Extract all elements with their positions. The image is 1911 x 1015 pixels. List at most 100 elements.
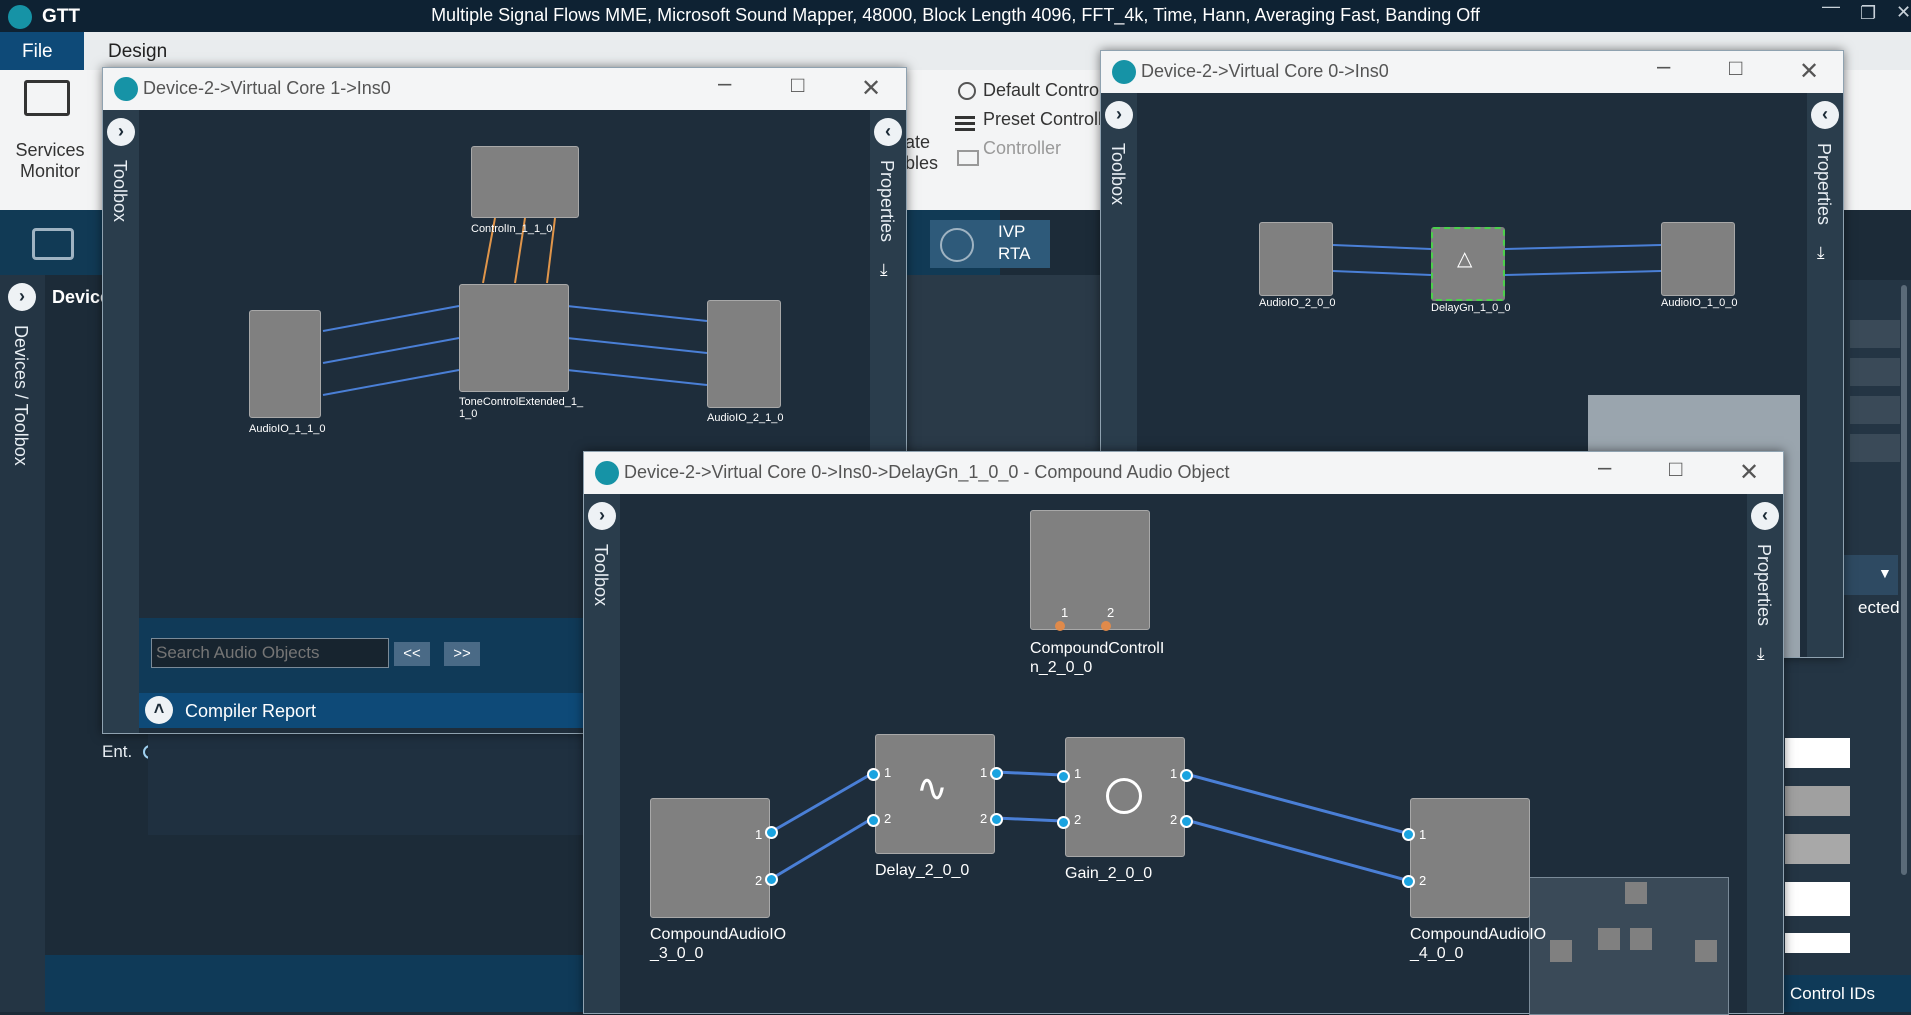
tab-design[interactable]: Design (108, 41, 168, 62)
tonecontrol-label: ToneControlExtended_1_1_0 (459, 396, 584, 420)
compiler-report-label: Compiler Report (185, 701, 317, 721)
delaygn-block[interactable]: △ (1431, 227, 1505, 301)
gain-block[interactable]: 1 2 1 2 (1065, 737, 1185, 857)
toolbox-label[interactable]: Toolbox (591, 544, 611, 607)
devices-toolbox-panel: › Devices / Toolbox (0, 275, 45, 1012)
minimize-icon[interactable]: – (1598, 454, 1612, 481)
audioio-input-block[interactable] (1259, 222, 1333, 296)
pin-label-2: 2 (755, 873, 763, 888)
expand-toolbox-button[interactable]: › (588, 502, 616, 530)
pin-icon[interactable]: ⤓ (880, 260, 888, 279)
pin-icon[interactable]: ⤓ (1817, 243, 1825, 262)
properties-panel: ‹ Properties ⤓ (1747, 494, 1783, 1013)
devices-toolbox-label[interactable]: Devices / Toolbox (11, 325, 31, 466)
window-titlebar[interactable]: Device-2->Virtual Core 0->Ins0 – □ ✕ (1101, 51, 1843, 93)
close-icon[interactable]: ✕ (1896, 2, 1911, 22)
output-pin[interactable] (990, 813, 1003, 826)
expand-properties-button[interactable]: ‹ (1751, 502, 1779, 530)
close-icon[interactable]: ✕ (1799, 58, 1820, 85)
rta-icon (940, 228, 974, 262)
pin-label-1: 1 (1074, 766, 1082, 781)
expand-toolbox-button[interactable]: › (1105, 101, 1133, 129)
window-title: Device-2->Virtual Core 1->Ins0 (143, 78, 391, 98)
expand-properties-button[interactable]: ‹ (874, 118, 902, 146)
thumb-block (1598, 928, 1620, 950)
control-pin[interactable] (1101, 621, 1111, 631)
maximize-icon[interactable]: □ (1729, 55, 1743, 80)
tonecontrol-block[interactable] (459, 284, 569, 392)
window-titlebar[interactable]: Device-2->Virtual Core 0->Ins0->DelayGn_… (584, 452, 1783, 494)
minimize-icon[interactable]: – (718, 70, 732, 97)
pin-label-1: 1 (884, 765, 892, 780)
maximize-icon[interactable]: □ (791, 72, 805, 97)
right-panel-scrollbar[interactable] (1901, 285, 1907, 875)
pin-label-1: 1 (755, 827, 763, 842)
toolbox-label[interactable]: Toolbox (1108, 143, 1128, 206)
preset-control-button[interactable]: Preset Controll (983, 109, 1103, 129)
right-panel-row (1850, 358, 1900, 386)
gray-swatch (1785, 834, 1850, 864)
input-pin[interactable] (867, 814, 880, 827)
control-ids-bar[interactable]: Control IDs (1780, 975, 1911, 1012)
input-pin[interactable] (867, 768, 880, 781)
input-pin[interactable] (1057, 770, 1070, 783)
search-input[interactable] (151, 638, 389, 668)
compound-control-in-block[interactable]: 1 2 (1030, 510, 1150, 630)
properties-label[interactable]: Properties (877, 160, 897, 243)
white-swatch (1785, 738, 1850, 768)
properties-label[interactable]: Properties (1814, 143, 1834, 226)
next-button[interactable]: >> (444, 642, 480, 666)
ivp-rta-button[interactable]: IVP RTA (930, 220, 1050, 268)
delaygn-label: DelayGn_1_0_0 (1431, 302, 1511, 314)
controlin-block[interactable] (471, 146, 579, 218)
input-pin[interactable] (1402, 875, 1415, 888)
pin-label-1: 1 (1170, 766, 1178, 781)
input-pin[interactable] (1402, 828, 1415, 841)
compound-audio-io-3-label: CompoundAudioIO_3_0_0 (650, 926, 787, 962)
services-monitor-button[interactable]: Services Monitor (8, 80, 85, 190)
right-panel-row (1850, 396, 1900, 424)
default-control-button[interactable]: Default Contro (983, 80, 1100, 100)
pin-label-2: 2 (1107, 605, 1115, 620)
output-pin[interactable] (990, 767, 1003, 780)
audioio-input-block[interactable] (249, 310, 321, 418)
wires-layer (1332, 244, 1662, 276)
audioio-output-block[interactable] (707, 300, 781, 408)
window-title: Device-2->Virtual Core 0->Ins0 (1141, 61, 1389, 81)
canvas-dark-area (148, 720, 583, 835)
output-pin[interactable] (1180, 815, 1193, 828)
window-titlebar[interactable]: Device-2->Virtual Core 1->Ins0 – □ ✕ (103, 68, 906, 110)
properties-label[interactable]: Properties (1754, 544, 1774, 627)
minimize-icon[interactable]: – (1657, 53, 1671, 80)
gear-icon (958, 82, 976, 100)
gain-knob-icon (1106, 778, 1142, 814)
previous-button[interactable]: << (394, 642, 430, 666)
output-pin[interactable] (1180, 769, 1193, 782)
pin-icon[interactable]: ⤓ (1757, 644, 1765, 663)
compound-audio-io-3-block[interactable]: 1 2 (650, 798, 770, 918)
tab-file[interactable]: File (0, 32, 84, 70)
ribbon-bles-label: bles (905, 153, 939, 173)
restore-icon[interactable]: ❐ (1860, 3, 1877, 23)
thumb-block (1550, 940, 1572, 962)
close-icon[interactable]: ✕ (861, 75, 882, 102)
expand-properties-button[interactable]: ‹ (1811, 101, 1839, 129)
right-panel-row (1850, 320, 1900, 348)
controlin-label: ControlIn_1_1_0 (471, 223, 553, 235)
minimize-icon[interactable]: — (1822, 0, 1840, 16)
controller-button[interactable]: Controller (983, 138, 1062, 158)
control-pin[interactable] (1055, 621, 1065, 631)
chevron-down-icon: ▼ (1878, 565, 1892, 581)
output-pin[interactable] (765, 826, 778, 839)
audioio-output-block[interactable] (1661, 222, 1735, 296)
compound-audio-io-4-block[interactable]: 1 2 (1410, 798, 1530, 918)
output-pin[interactable] (765, 873, 778, 886)
delay-block[interactable]: 1 2 1 2 ∿ (875, 734, 995, 854)
expand-toolbox-button[interactable]: › (107, 118, 135, 146)
window-virtual-core-1: Device-2->Virtual Core 1->Ins0 – □ ✕ › T… (102, 67, 907, 734)
maximize-icon[interactable]: □ (1669, 456, 1683, 481)
expand-left-button[interactable]: › (8, 283, 36, 311)
input-pin[interactable] (1057, 816, 1070, 829)
toolbox-label[interactable]: Toolbox (110, 160, 130, 223)
close-icon[interactable]: ✕ (1739, 459, 1760, 486)
